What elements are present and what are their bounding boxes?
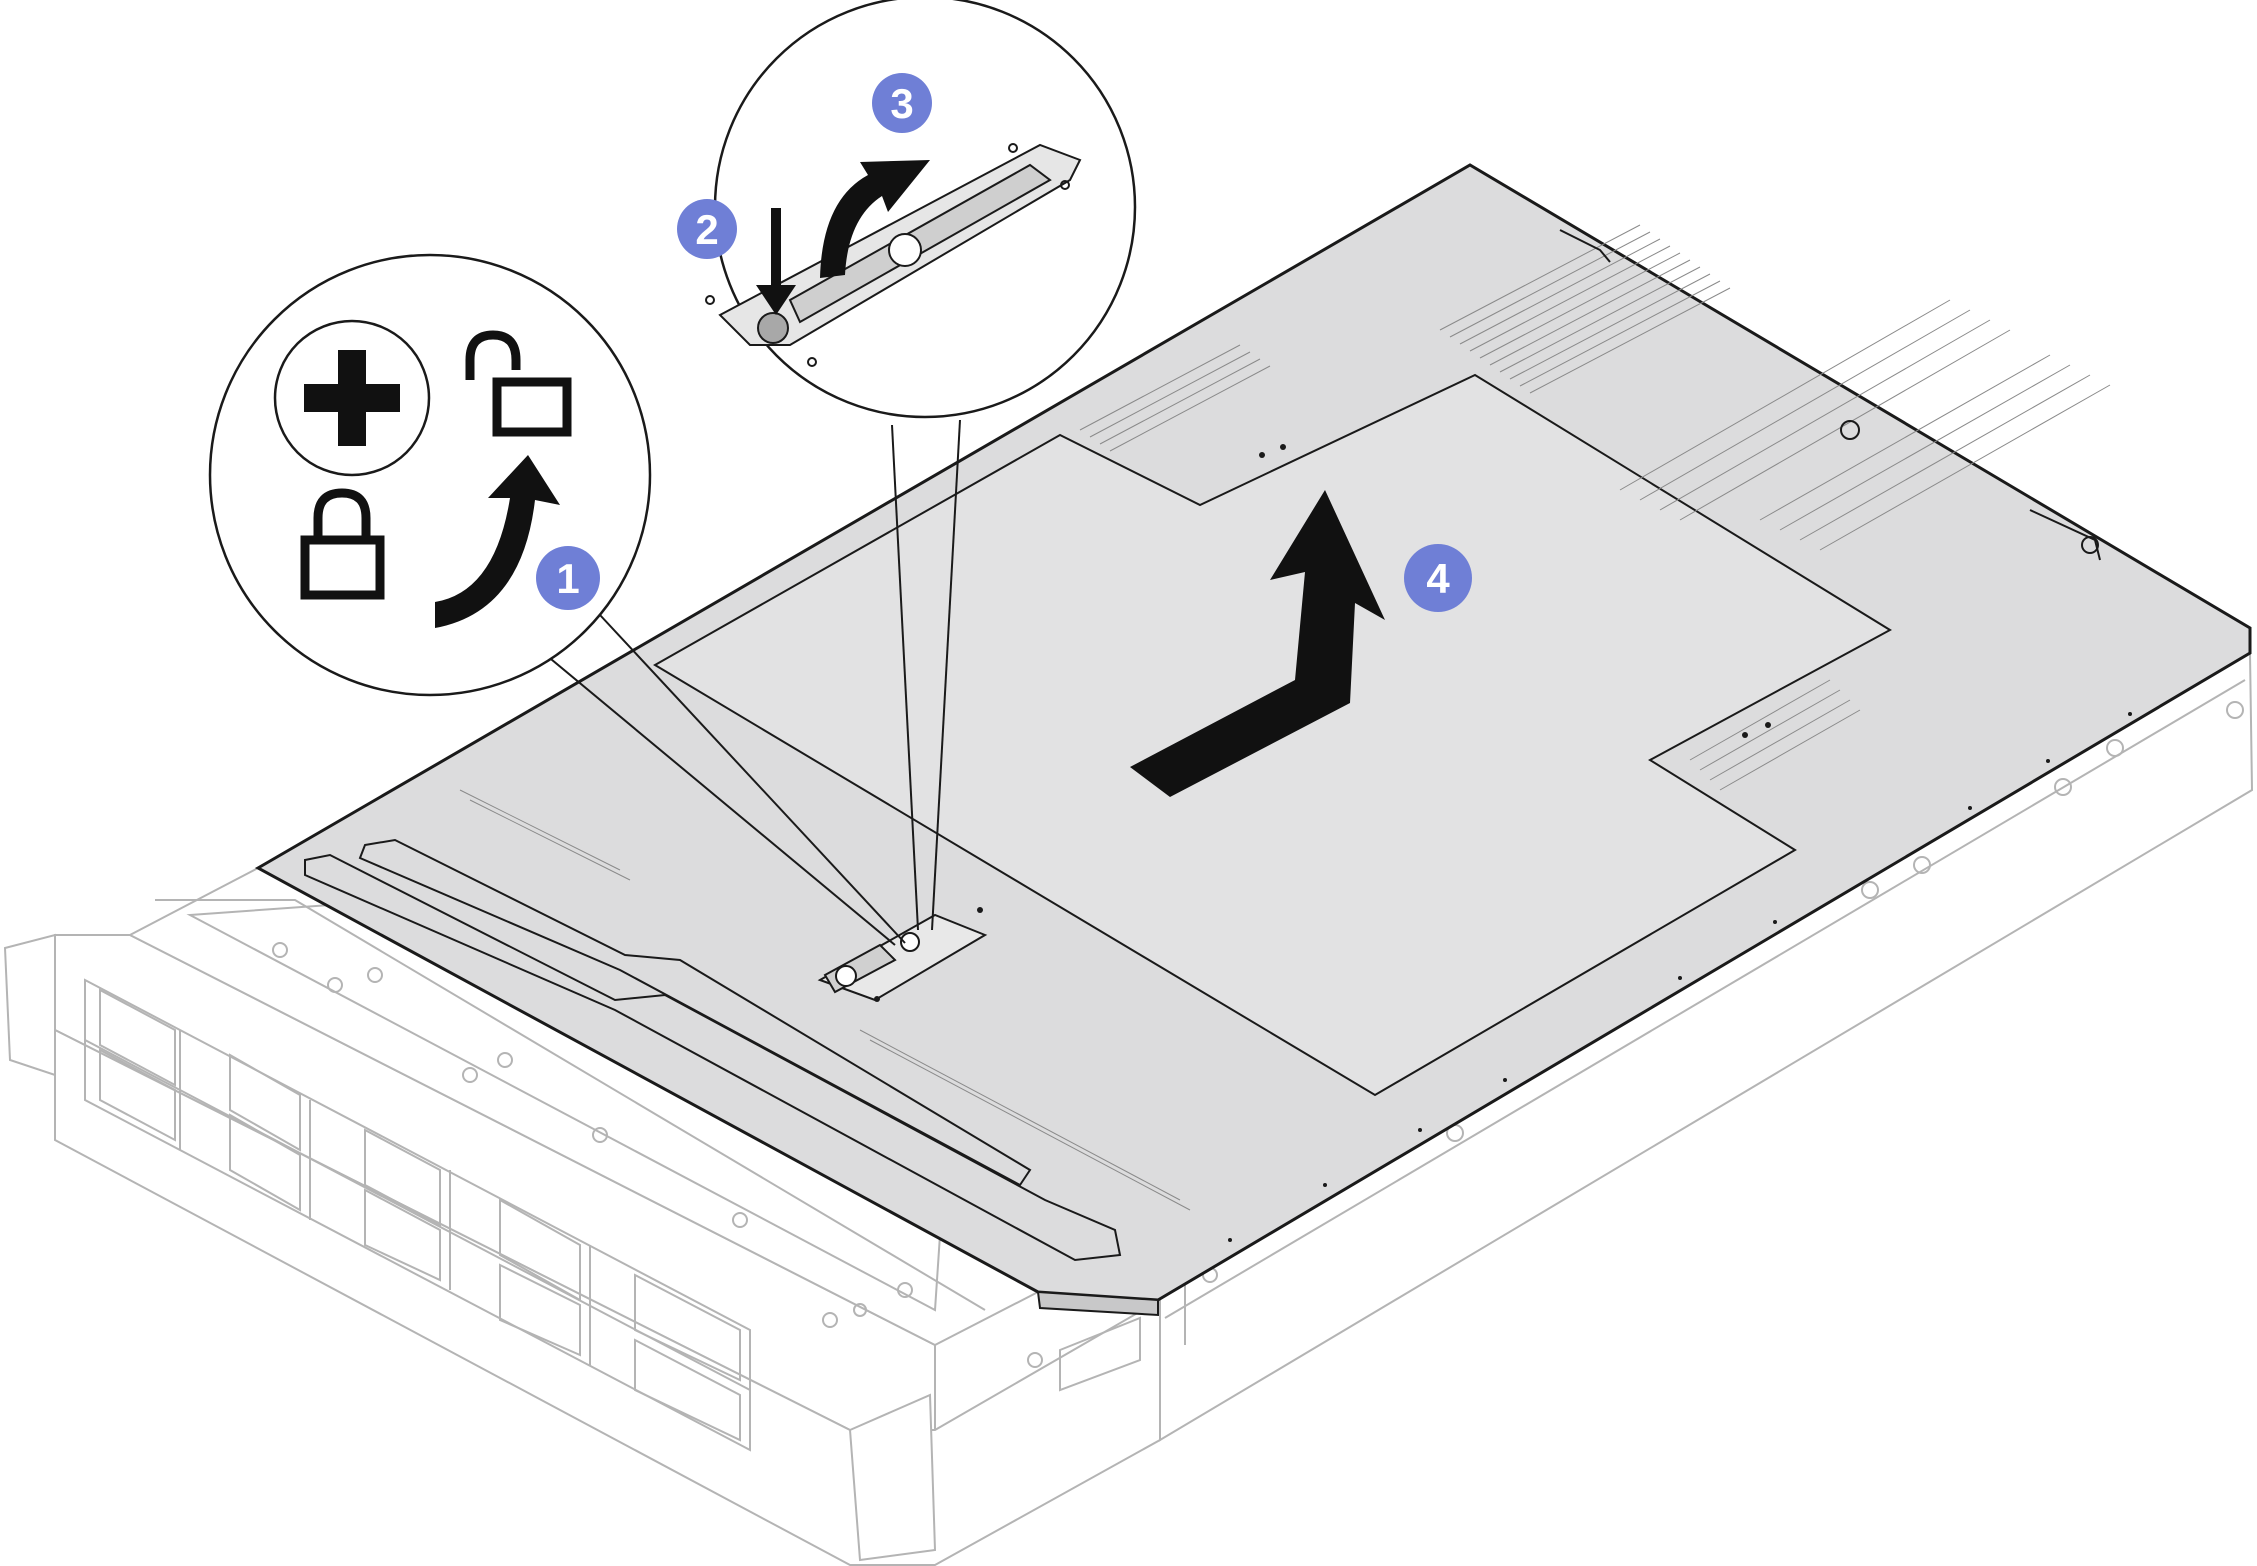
server-chassis (3, 651, 2254, 1566)
svg-text:4: 4 (1426, 555, 1450, 602)
left-rack-ear (3, 933, 56, 1077)
step-4-badge: 4 (1404, 544, 1472, 612)
svg-text:2: 2 (695, 206, 718, 253)
step-3-badge: 3 (872, 73, 932, 133)
right-rack-ear (848, 1393, 937, 1562)
callout-leaders (509, 419, 961, 946)
phillips-screwdriver-icon (273, 319, 431, 477)
slide-cover-arrow-icon (1130, 490, 1385, 797)
step-1-badge: 1 (536, 546, 600, 610)
rotate-arrow-icon (435, 455, 560, 628)
cover-vent-pattern (459, 224, 2111, 1211)
drive-bays (84, 978, 751, 1452)
svg-text:3: 3 (890, 80, 913, 127)
svg-text:1: 1 (556, 555, 579, 602)
unlock-icon (465, 330, 572, 437)
press-down-arrow-icon (756, 208, 796, 315)
lock-icon (300, 488, 385, 600)
callout-detail-unlock: 1 (208, 253, 652, 697)
cover-latch (817, 907, 988, 1002)
callout-detail-latch: 2 3 (677, 0, 1137, 419)
lift-arrow-icon (820, 160, 930, 278)
cover-front-gasket (304, 853, 1122, 1262)
step-2-badge: 2 (677, 199, 737, 259)
